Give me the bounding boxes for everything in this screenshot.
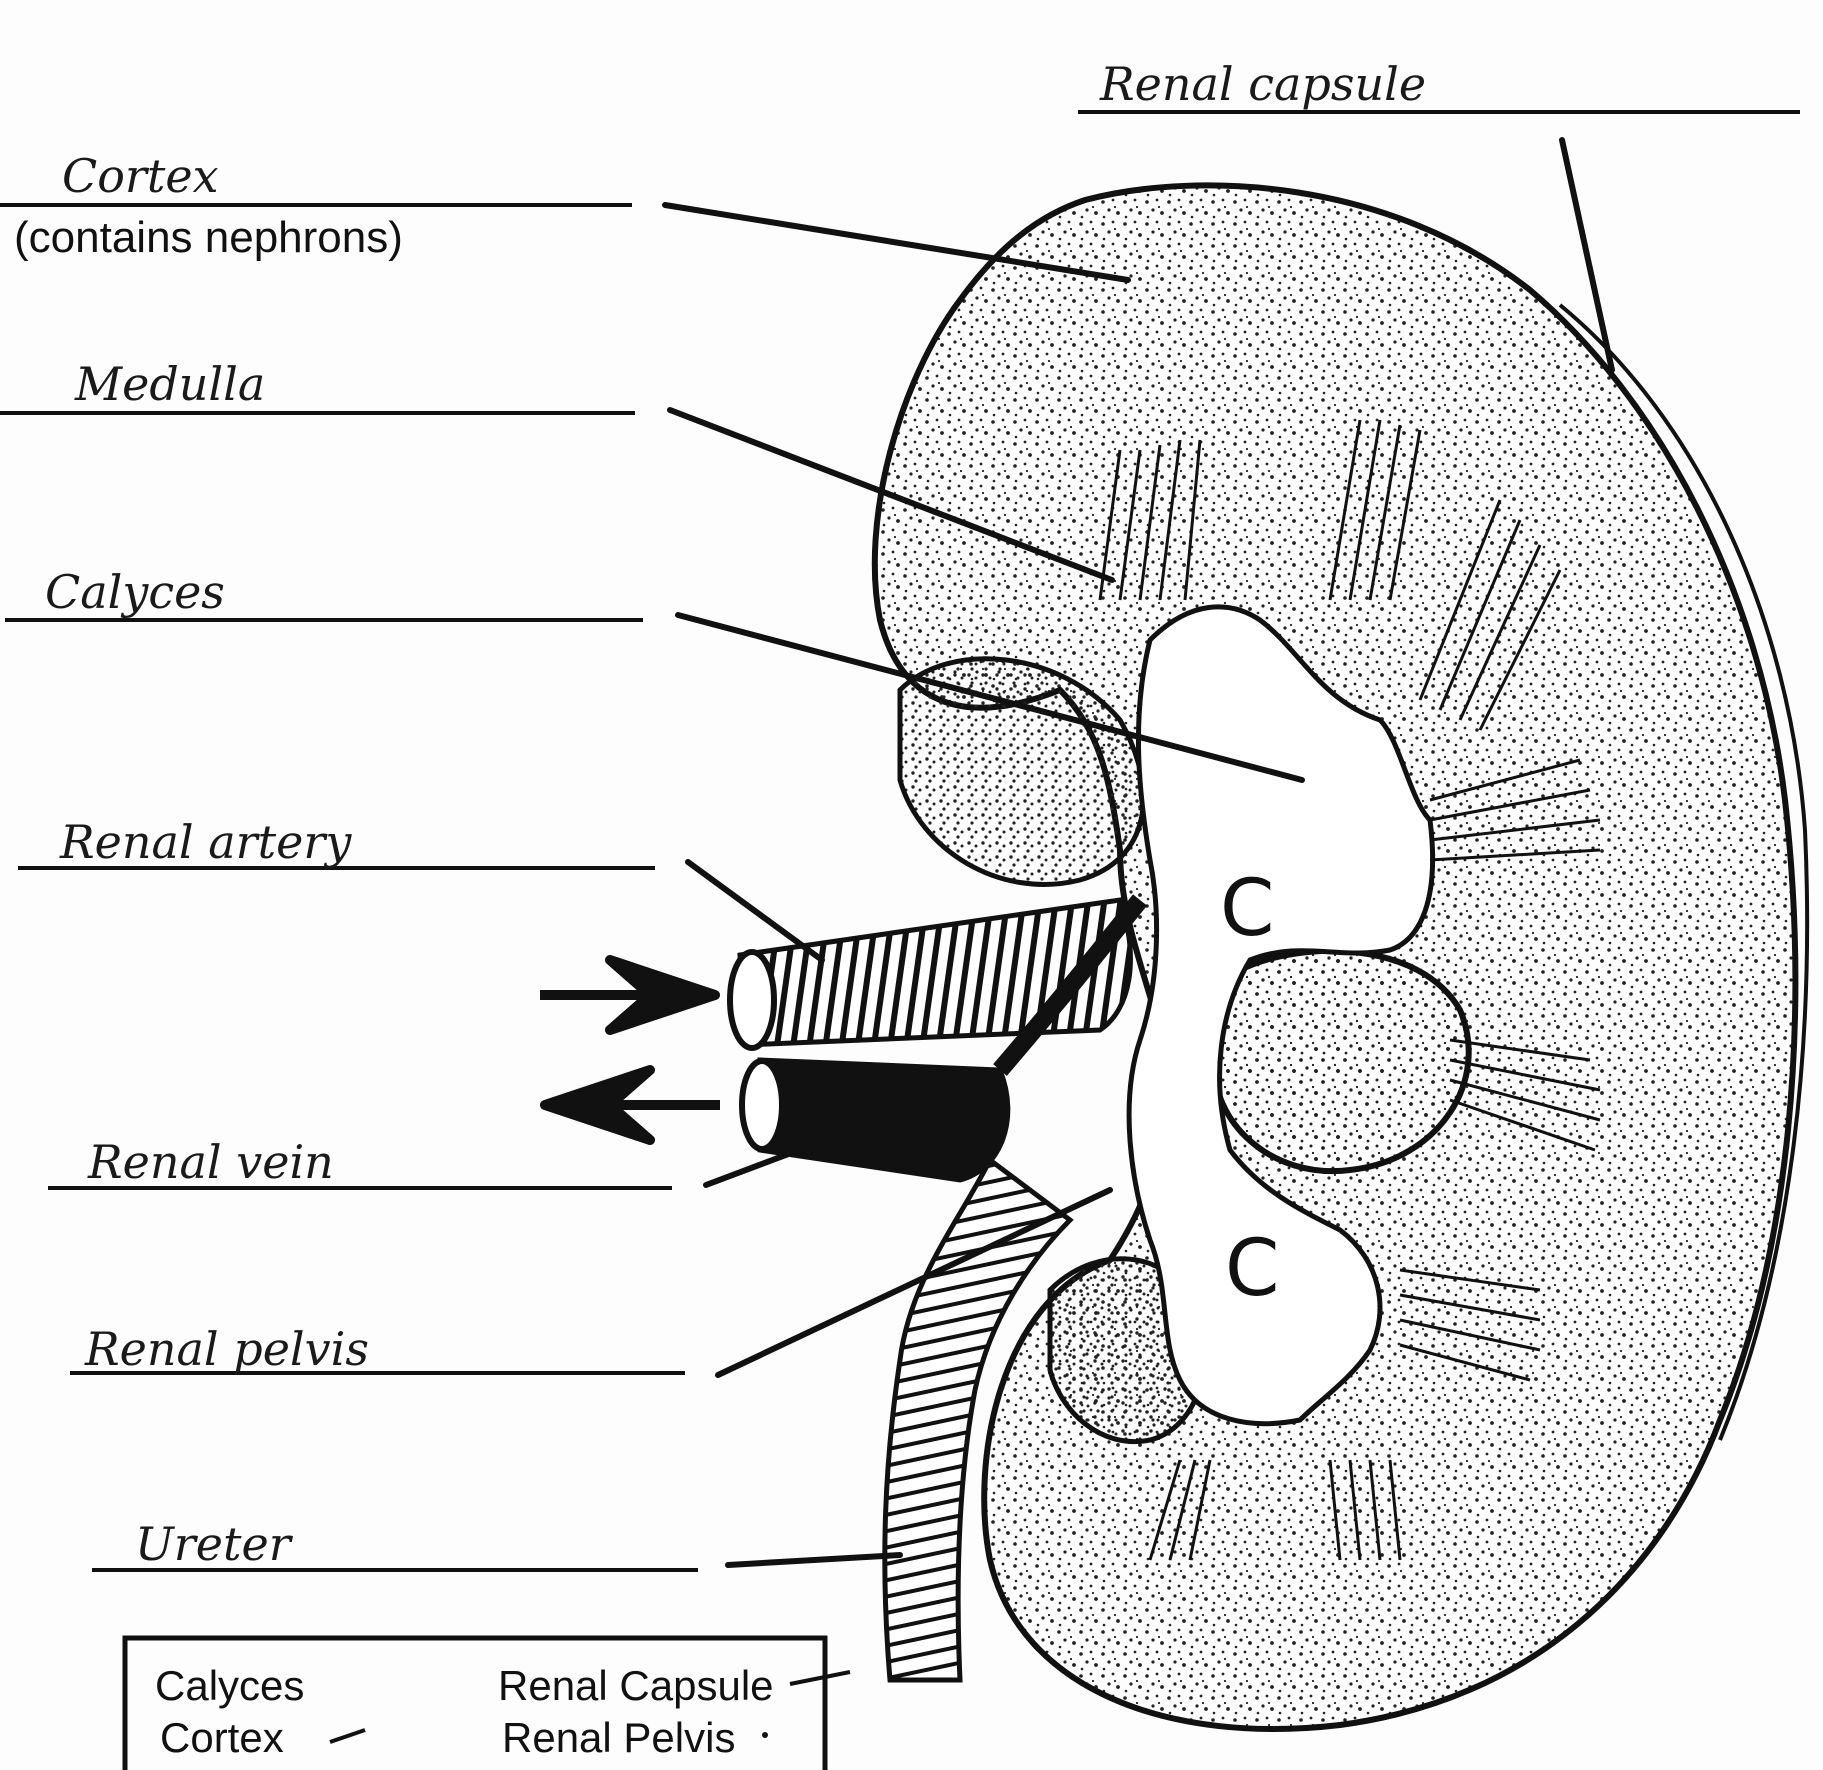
capsule-membrane: [1558, 303, 1810, 1441]
arrow-in: [540, 955, 720, 1035]
answer-calyces: Calyces: [45, 565, 225, 619]
answer-cortex: Cortex: [62, 149, 219, 203]
renal-artery-opening: [727, 949, 777, 1051]
word-bank-item: Renal Capsule: [498, 1662, 774, 1709]
answer-lines: [0, 110, 1800, 1572]
word-bank-border: [122, 1635, 828, 1770]
word-bank-item: Calyces: [155, 1662, 304, 1709]
leader-artery: [685, 859, 825, 963]
leader-ureter: [725, 1552, 903, 1568]
tick-mark: [329, 1728, 366, 1744]
calyx-mark-lower: C: [1225, 1224, 1279, 1314]
renal-pelvis-region: [1126, 604, 1436, 1427]
upper-left-lobe: [897, 656, 1146, 887]
leader-vein: [703, 1112, 895, 1188]
answer-renal-pelvis: Renal pelvis: [84, 1322, 369, 1376]
calyx-mark-upper: C: [1220, 864, 1274, 954]
tick-mark: [789, 1670, 851, 1686]
word-bank-item: Cortex: [160, 1714, 284, 1761]
leader-cortex: [662, 202, 1131, 283]
leader-medulla: [667, 407, 1115, 583]
blood-flow-arrows: [540, 955, 720, 1145]
cortex-note: (contains nephrons): [14, 213, 403, 262]
ureter-tube: [882, 1156, 1074, 1683]
renal-vein-opening: [739, 1058, 785, 1152]
word-bank: Calyces Cortex Renal Capsule Renal Pelvi…: [122, 1635, 851, 1770]
inner-lobe: [1211, 947, 1472, 1175]
renal-vessels: [727, 894, 1148, 1183]
answer-renal-capsule: Renal capsule: [1099, 57, 1426, 111]
medullary-pyramids: [1098, 419, 1601, 1561]
arrow-out: [540, 1065, 720, 1145]
leader-calyces: [675, 612, 1305, 783]
tick-mark: [762, 1732, 768, 1738]
answer-renal-artery: Renal artery: [59, 815, 352, 869]
answer-medulla: Medulla: [74, 357, 265, 411]
leader-capsule: [1559, 137, 1615, 373]
leader-pelvis: [715, 1187, 1113, 1378]
leader-lines: [662, 137, 1615, 1568]
answer-ureter: Ureter: [135, 1517, 294, 1571]
word-bank-item: Renal Pelvis: [502, 1714, 735, 1761]
answer-renal-vein: Renal vein: [87, 1135, 334, 1189]
